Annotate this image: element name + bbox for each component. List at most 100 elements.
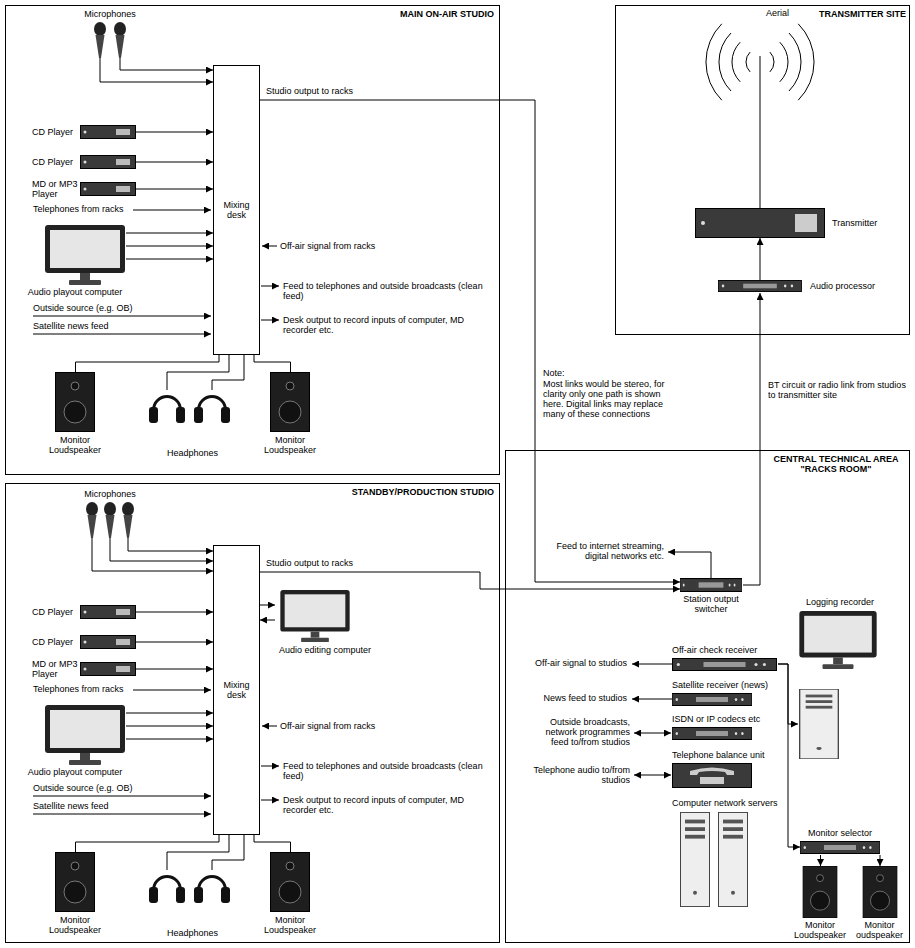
annotation-label: Telephones from racks <box>33 684 128 694</box>
computer-icon <box>45 705 125 765</box>
node-label: MD or MP3 Player <box>32 179 78 199</box>
node-label: Mixing desk <box>214 200 259 220</box>
selector-icon <box>800 842 879 854</box>
md-mp3-player: MD or MP3 Player <box>30 178 136 200</box>
md-player-icon <box>81 183 136 196</box>
signal-connector <box>760 238 761 280</box>
annotation-holder: Outside source (e.g. OB) <box>33 783 143 793</box>
signal-connector <box>136 132 213 133</box>
annotation-label: Outside source (e.g. OB) <box>33 783 143 793</box>
logging-recorder: Logging recorder <box>798 597 883 760</box>
annotation-holder: Outside source (e.g. OB) <box>33 303 143 313</box>
annotation-label: Outside broadcasts, network programmes f… <box>528 717 630 747</box>
signal-wire <box>668 552 711 578</box>
signal-connector <box>100 58 213 82</box>
loudspeaker-icon <box>56 373 95 432</box>
node-label: MAIN ON-AIR STUDIO <box>334 9 494 19</box>
loudspeaker-icon <box>56 853 95 912</box>
monitor-selector: Monitor selector <box>800 828 881 855</box>
transmitter-icon <box>696 209 825 238</box>
signal-connector <box>126 713 213 714</box>
signal-wire <box>634 733 671 734</box>
annotation-label: News feed to studios <box>520 693 627 703</box>
signal-connector <box>128 538 213 551</box>
off-air-receiver: Off-air check receiver <box>672 645 778 671</box>
node-label: STANDBY/PRODUCTION STUDIO <box>294 487 494 497</box>
node-label: Monitor Loudspeaker <box>47 915 103 935</box>
cd-player: CD Player <box>30 154 136 170</box>
server-icon <box>719 812 748 906</box>
annotation-holder: News feed to studios <box>520 693 627 703</box>
switcher-icon <box>680 579 741 592</box>
annotation-label: Satellite news feed <box>33 801 123 811</box>
annotation-holder: Most links would be stereo, for clarity … <box>543 379 668 419</box>
cd-player-icon <box>81 156 136 169</box>
annotation-holder: Desk output to record inputs of computer… <box>283 315 495 335</box>
transmitter: Transmitter <box>695 208 885 238</box>
node-label: Audio playout computer <box>25 287 125 297</box>
node-label: Off-air check receiver <box>672 645 777 655</box>
aerial: Aerial <box>700 6 820 110</box>
annotation-label: Satellite news feed <box>33 321 123 331</box>
annotation-label: Desk output to record inputs of computer… <box>283 315 495 335</box>
signal-wire <box>33 334 211 335</box>
signal-connector <box>778 664 800 847</box>
node-label: Microphones <box>80 489 140 499</box>
signal-connector <box>126 233 213 234</box>
monitor-loudspeaker: Monitor Loudspeaker <box>47 372 104 456</box>
signal-connector <box>136 162 213 163</box>
annotation-holder: Feed to telephones and outside broadcast… <box>283 281 495 301</box>
network-servers: Computer network servers <box>672 798 783 908</box>
node-label: Monitor Loudspeaker <box>262 435 318 455</box>
annotation-label: Telephone audio to/from studios <box>528 765 630 785</box>
annotation-holder: Desk output to record inputs of computer… <box>283 795 495 815</box>
annotation-label: Outside source (e.g. OB) <box>33 303 143 313</box>
signal-connector <box>260 605 275 606</box>
annotation-holder: Telephones from racks <box>33 204 128 214</box>
signal-connector <box>254 355 291 372</box>
node-label: Audio editing computer <box>275 645 375 655</box>
editing-computer: Audio editing computer <box>275 590 376 656</box>
headphones-icon <box>149 877 185 903</box>
annotation-holder: Telephones from racks <box>33 684 128 694</box>
signal-connector <box>260 100 680 582</box>
node-label: CENTRAL TECHNICAL AREA "RACKS ROOM" <box>767 454 905 474</box>
node-label: Audio playout computer <box>25 767 125 777</box>
annotation-label: Most links would be stereo, for clarity … <box>543 379 668 419</box>
receiver-icon <box>673 659 777 671</box>
microphone-icon <box>94 22 106 58</box>
signal-wire <box>262 726 277 727</box>
annotation-holder: Satellite news feed <box>33 321 123 331</box>
signal-wire <box>261 286 279 287</box>
node-label: Audio processor <box>810 281 885 291</box>
microphone-group: Microphones <box>80 489 141 538</box>
annotation-holder: Note: <box>543 368 668 378</box>
node-label: Headphones <box>145 928 240 938</box>
cd-player-icon <box>81 606 136 619</box>
computer-icon <box>45 225 125 285</box>
signal-connector <box>110 538 213 561</box>
monitor-loudspeaker: Monitor Loudspeaker <box>262 852 319 936</box>
microphone-icon <box>104 502 116 538</box>
audio-processor: Audio processor <box>718 280 893 293</box>
processor-icon <box>718 280 801 291</box>
signal-connector <box>254 835 291 852</box>
signal-wire <box>261 800 279 801</box>
microphone-group: Microphones <box>80 9 141 58</box>
edge-label: BT circuit or radio link from studios to… <box>768 380 906 400</box>
signal-connector <box>126 259 213 260</box>
computer-icon <box>280 590 349 642</box>
studio-region: MAIN ON-AIR STUDIOMicrophonesCD PlayerCD… <box>5 5 500 475</box>
headphones-icon <box>194 397 230 423</box>
signal-wire <box>261 766 279 767</box>
annotation-holder: Telephone audio to/from studios <box>528 765 630 785</box>
signal-connector <box>743 293 760 585</box>
node-label: Microphones <box>80 9 140 19</box>
mixing-desk: Mixing desk <box>213 545 260 835</box>
edge-label: Studio output to racks <box>266 86 366 96</box>
annotation-holder: Outside broadcasts, network programmes f… <box>528 717 630 747</box>
studio-region: STANDBY/PRODUCTION STUDIOMicrophonesCD P… <box>5 483 500 943</box>
node-label: CD Player <box>32 127 78 137</box>
